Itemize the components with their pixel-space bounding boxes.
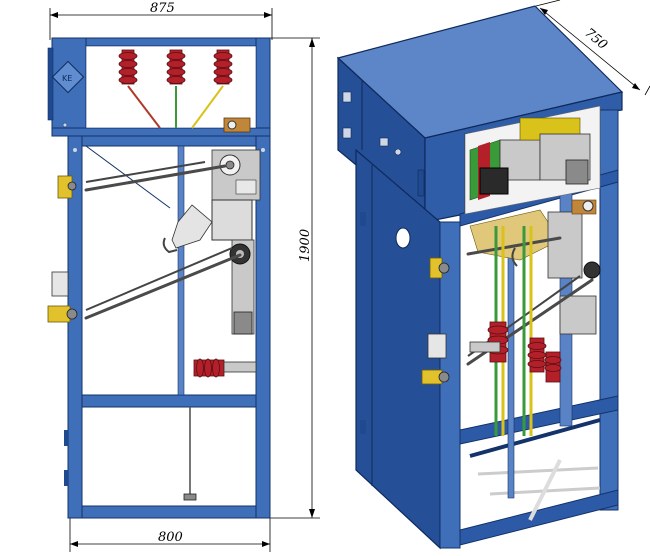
dimension-bottom-width-label: 800 <box>158 530 183 545</box>
busbar-insulators-front <box>118 49 233 129</box>
insulator-2 <box>166 49 186 85</box>
isometric-view: 750 <box>336 0 650 550</box>
operating-rods-front <box>84 161 242 501</box>
breaker-mechanism-front <box>162 117 261 335</box>
dimension-top-width: 875 <box>49 1 273 40</box>
cable-insulator-front <box>193 358 257 378</box>
lower-frame-iso <box>439 109 619 549</box>
dimension-depth-label: 750 <box>581 26 610 53</box>
middle-crossbar <box>81 394 257 408</box>
upper-right-post <box>255 37 271 133</box>
insulator-1 <box>118 49 138 85</box>
front-left-post <box>67 135 83 519</box>
bottom-rail <box>81 505 257 519</box>
lower-top-rail <box>81 135 257 147</box>
dimension-height-label: 1900 <box>298 229 313 262</box>
svg-text:KE: KE <box>62 74 72 83</box>
front-left-fittings <box>47 175 78 323</box>
dimension-bottom-width: 800 <box>69 516 271 552</box>
dimension-height: 1900 <box>270 37 320 519</box>
dimension-top-width-label: 875 <box>150 1 175 16</box>
insulator-3 <box>213 49 233 85</box>
front-view: 875 1900 800 KE <box>47 1 320 552</box>
busbar-compartment-iso <box>464 105 601 215</box>
front-right-post <box>255 135 271 519</box>
cable-insulators-iso <box>469 321 562 383</box>
side-fittings-iso <box>421 257 450 385</box>
logo-badge-icon: KE <box>51 60 85 94</box>
